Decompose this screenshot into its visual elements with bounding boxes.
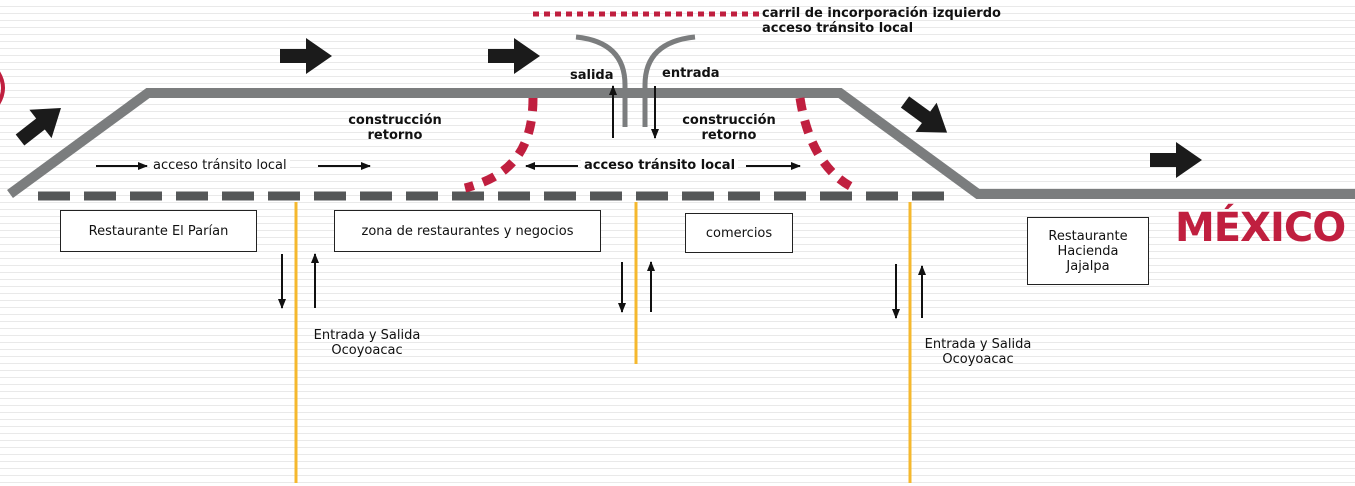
entrada-label: entrada: [662, 66, 720, 81]
place-zona-label: zona de restaurantes y negocios: [361, 223, 574, 239]
construction-right-line2: retorno: [701, 128, 757, 143]
construction-return-left: [463, 97, 538, 193]
place-parian-label: Restaurante El Parían: [88, 223, 229, 239]
entry-ramp: [642, 34, 696, 127]
place-hacienda-line3: Jajalpa: [1066, 258, 1110, 274]
place-box-zona: zona de restaurantes y negocios: [334, 210, 601, 252]
city-label: MÉXICO: [1175, 205, 1346, 251]
direction-arrow-icon: [900, 96, 948, 133]
place-box-comercios: comercios: [685, 213, 793, 253]
construction-label-right: construcción retorno: [674, 113, 784, 143]
place-hacienda-line1: Restaurante: [1048, 228, 1128, 244]
local-access-label-center: acceso tránsito local: [581, 158, 739, 173]
direction-arrow-icon: [280, 38, 332, 74]
exit-right-line2: Ocoyoacac: [942, 352, 1014, 367]
place-box-parian: Restaurante El Parían: [60, 210, 257, 252]
place-comercios-label: comercios: [705, 225, 773, 241]
incorporation-label: carril de incorporación izquierdo acceso…: [762, 6, 1001, 36]
direction-arrow-icon: [1150, 142, 1202, 178]
exit-left-line1: Entrada y Salida: [313, 328, 421, 343]
edge-red-mark: [0, 71, 5, 105]
direction-arrow-icon: [488, 38, 540, 74]
exit-ramp: [575, 34, 628, 127]
exit-right-line1: Entrada y Salida: [924, 337, 1032, 352]
local-access-label-left: acceso tránsito local: [150, 158, 290, 173]
exit-label-left: Entrada y Salida Ocoyoacac: [292, 328, 442, 358]
exit-label-right: Entrada y Salida Ocoyoacac: [903, 337, 1053, 367]
place-hacienda-line2: Hacienda: [1057, 243, 1119, 259]
exit-left-line2: Ocoyoacac: [331, 343, 403, 358]
incorporation-label-line1: carril de incorporación izquierdo: [762, 6, 1001, 21]
salida-label: salida: [570, 68, 614, 83]
construction-left-line1: construcción: [348, 113, 442, 128]
main-highway: [7, 88, 1355, 199]
construction-left-line2: retorno: [367, 128, 423, 143]
construction-label-left: construcción retorno: [340, 113, 450, 143]
place-box-hacienda: Restaurante Hacienda Jajalpa: [1027, 217, 1149, 285]
construction-return-right: [795, 97, 860, 195]
direction-arrow-icon: [15, 107, 61, 146]
incorporation-label-line2: acceso tránsito local: [762, 21, 914, 36]
construction-right-line1: construcción: [682, 113, 776, 128]
